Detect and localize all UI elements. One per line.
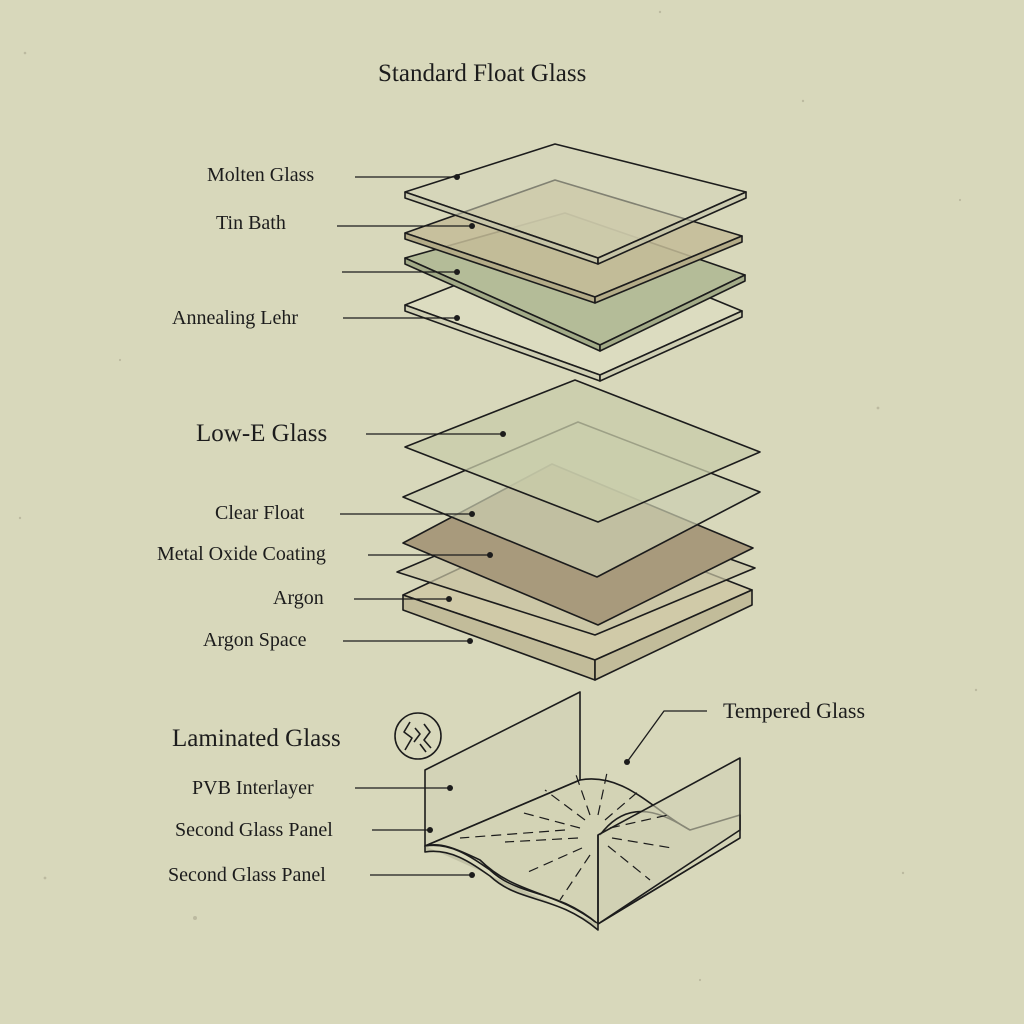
heading-laminated-glass: Laminated Glass [172,725,341,752]
heading-lowe-glass: Low-E Glass [196,420,328,447]
label-metal-oxide-coating: Metal Oxide Coating [157,543,326,565]
label-tin-bath: Tin Bath [216,212,286,234]
label-argon-space: Argon Space [203,629,307,651]
label-tempered-glass: Tempered Glass [723,698,866,723]
leader-tempered [626,710,707,763]
float-layer-molten [404,143,747,265]
shattered-glass-icon [394,712,442,760]
diagram-title: Standard Float Glass [378,60,587,87]
label-molten-glass: Molten Glass [207,164,315,186]
laminated-glass-piece [424,691,741,931]
label-argon: Argon [273,587,324,609]
label-annealing-lehr: Annealing Lehr [172,307,299,329]
label-second-glass-panel-2: Second Glass Panel [168,864,326,886]
lowe-layer-top [404,379,761,523]
label-pvb-interlayer: PVB Interlayer [192,777,314,799]
label-clear-float: Clear Float [215,502,305,524]
label-second-glass-panel-1: Second Glass Panel [175,819,333,841]
